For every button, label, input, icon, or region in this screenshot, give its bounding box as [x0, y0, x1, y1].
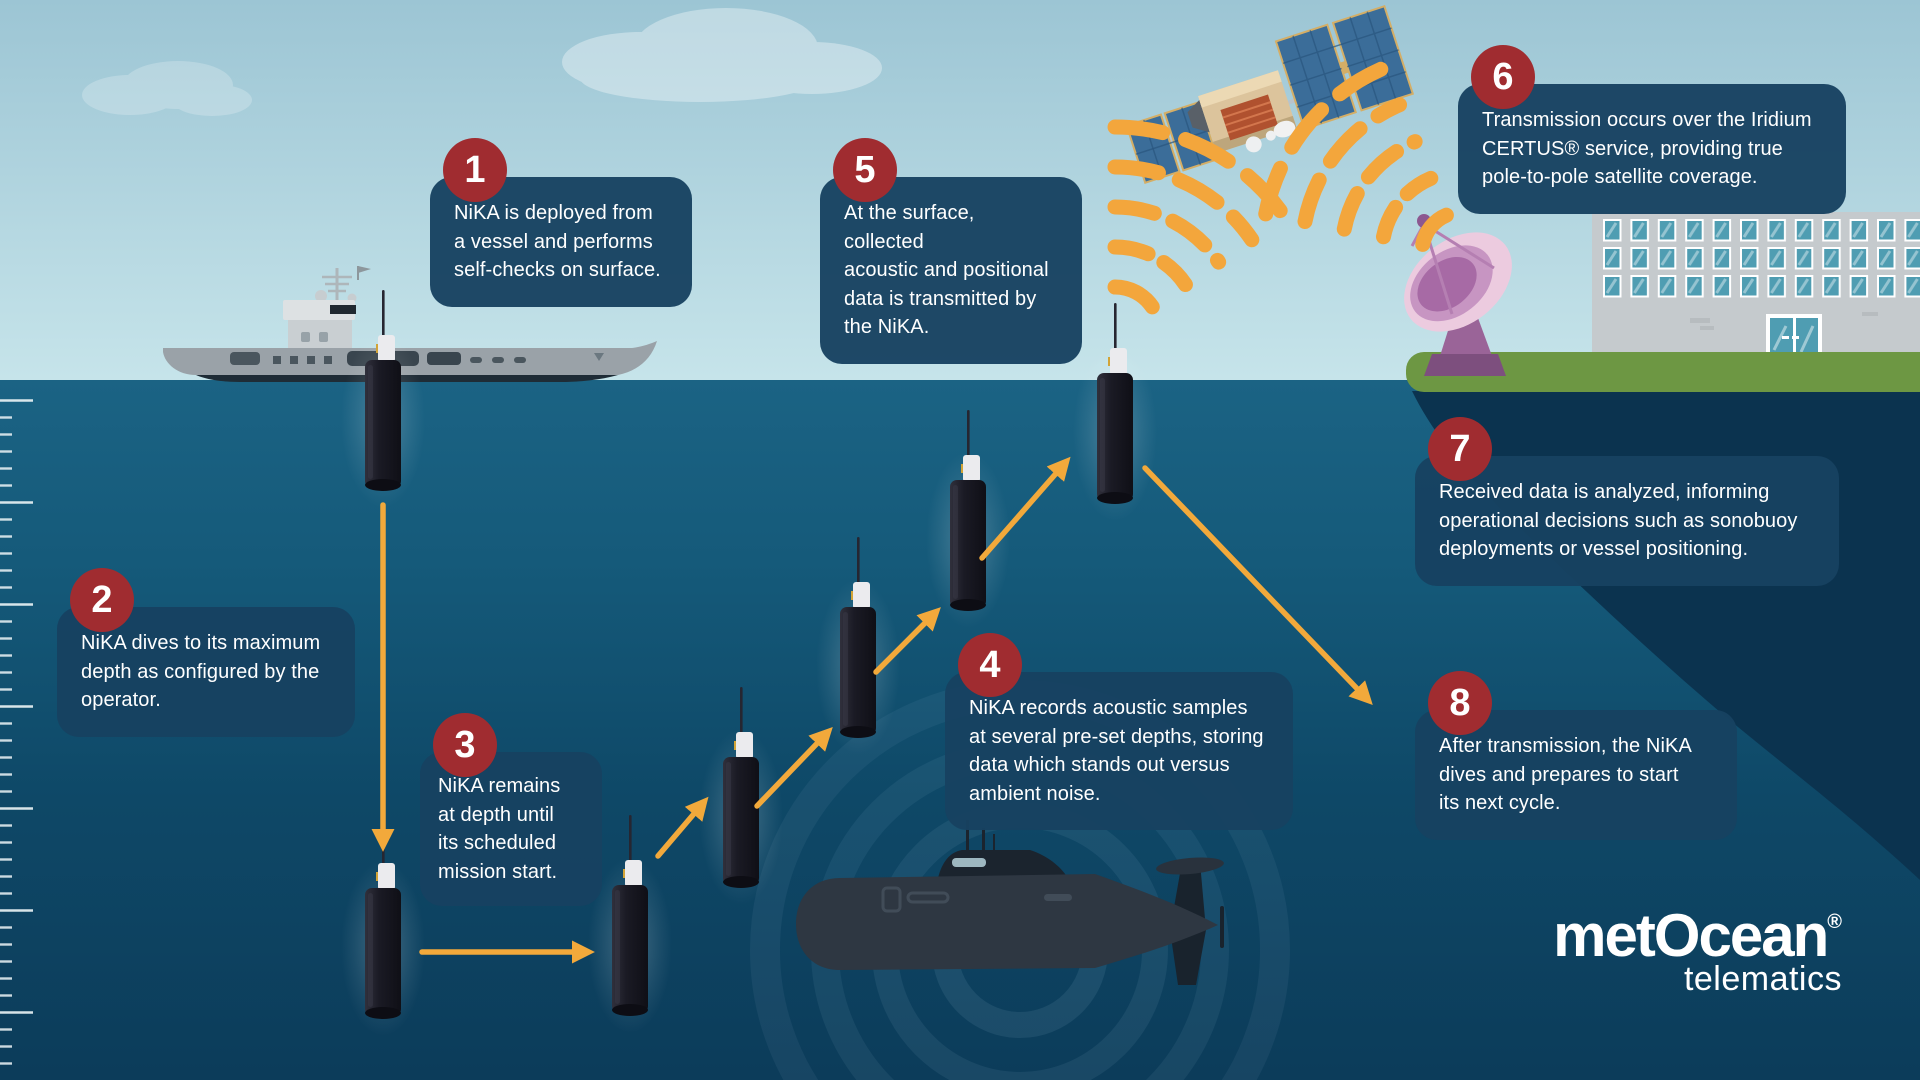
step-text: After transmission, the NiKA dives and p… [1439, 735, 1692, 815]
flow-arrow [754, 726, 833, 809]
flow-arrow [873, 607, 941, 675]
brand-logo: metOcean® telematics [1553, 906, 1842, 999]
step-number: 2 [91, 578, 113, 621]
step-text: NiKA remains at depth until its schedule… [438, 775, 561, 883]
step-number-badge: 5 [833, 138, 897, 202]
step-text: Received data is analyzed, informing ope… [1439, 481, 1798, 561]
step-number: 7 [1449, 427, 1471, 470]
step-number: 5 [854, 148, 876, 191]
step-number-badge: 3 [433, 713, 497, 777]
signal-waves-right-icon [1258, 60, 1454, 252]
step-number-badge: 8 [1428, 671, 1492, 735]
registered-mark: ® [1827, 911, 1842, 933]
nika-float-icon [926, 410, 1010, 628]
signal-waves-left-icon [1107, 119, 1293, 315]
brand-wordmark: metOcean® [1553, 906, 1842, 966]
step-number-badge: 6 [1471, 45, 1535, 109]
step-text: NiKA records acoustic samples at several… [969, 697, 1264, 805]
step-number: 6 [1492, 55, 1514, 98]
step-card-7: 7 Received data is analyzed, informing o… [1415, 417, 1839, 586]
submarine-icon [796, 820, 1224, 985]
step-number: 3 [454, 723, 476, 766]
step-number-badge: 7 [1428, 417, 1492, 481]
satellite-dish-icon [1404, 214, 1512, 376]
step-number-badge: 2 [70, 568, 134, 632]
step-card-1: 1 NiKA is deployed from a vessel and per… [430, 138, 692, 307]
step-card-3: 3 NiKA remains at depth until its schedu… [420, 713, 602, 907]
step-text: NiKA is deployed from a vessel and perfo… [454, 202, 661, 282]
step-number: 8 [1449, 681, 1471, 724]
land-strip [1406, 352, 1920, 392]
step-card-4: 4 NiKA records acoustic samples at sever… [945, 633, 1293, 831]
flow-arrow [655, 796, 709, 859]
step-number: 4 [979, 643, 1001, 686]
flow-arrow [1142, 465, 1373, 705]
depth-ruler [0, 399, 36, 1071]
flow-arrow [979, 456, 1071, 561]
step-number-badge: 4 [958, 633, 1022, 697]
step-number: 1 [464, 148, 486, 191]
step-card-8: 8 After transmission, the NiKA dives and… [1415, 671, 1737, 840]
brand-tagline: telematics [1683, 960, 1842, 998]
flow-arrows [371, 456, 1373, 964]
nika-float-icon [341, 818, 425, 1036]
step-number-badge: 1 [443, 138, 507, 202]
step-card-6: 6 Transmission occurs over the Iridium C… [1458, 45, 1846, 214]
cloud-icon [82, 61, 252, 116]
step-card-2: 2 NiKA dives to its maximum depth as con… [57, 568, 355, 737]
step-text: NiKA dives to its maximum depth as confi… [81, 632, 321, 712]
nika-float-icon [816, 537, 900, 755]
satellite-icon [1125, 4, 1415, 185]
step-text: Transmission occurs over the Iridium CER… [1482, 109, 1812, 189]
brand-name: metOcean [1553, 902, 1829, 969]
nika-float-icon [1073, 303, 1157, 521]
step-card-5: 5 At the surface, collected acoustic and… [820, 138, 1082, 364]
nika-float-icon [341, 290, 425, 508]
step-text: At the surface, collected acoustic and p… [844, 202, 1049, 339]
cloud-icon [562, 8, 882, 102]
